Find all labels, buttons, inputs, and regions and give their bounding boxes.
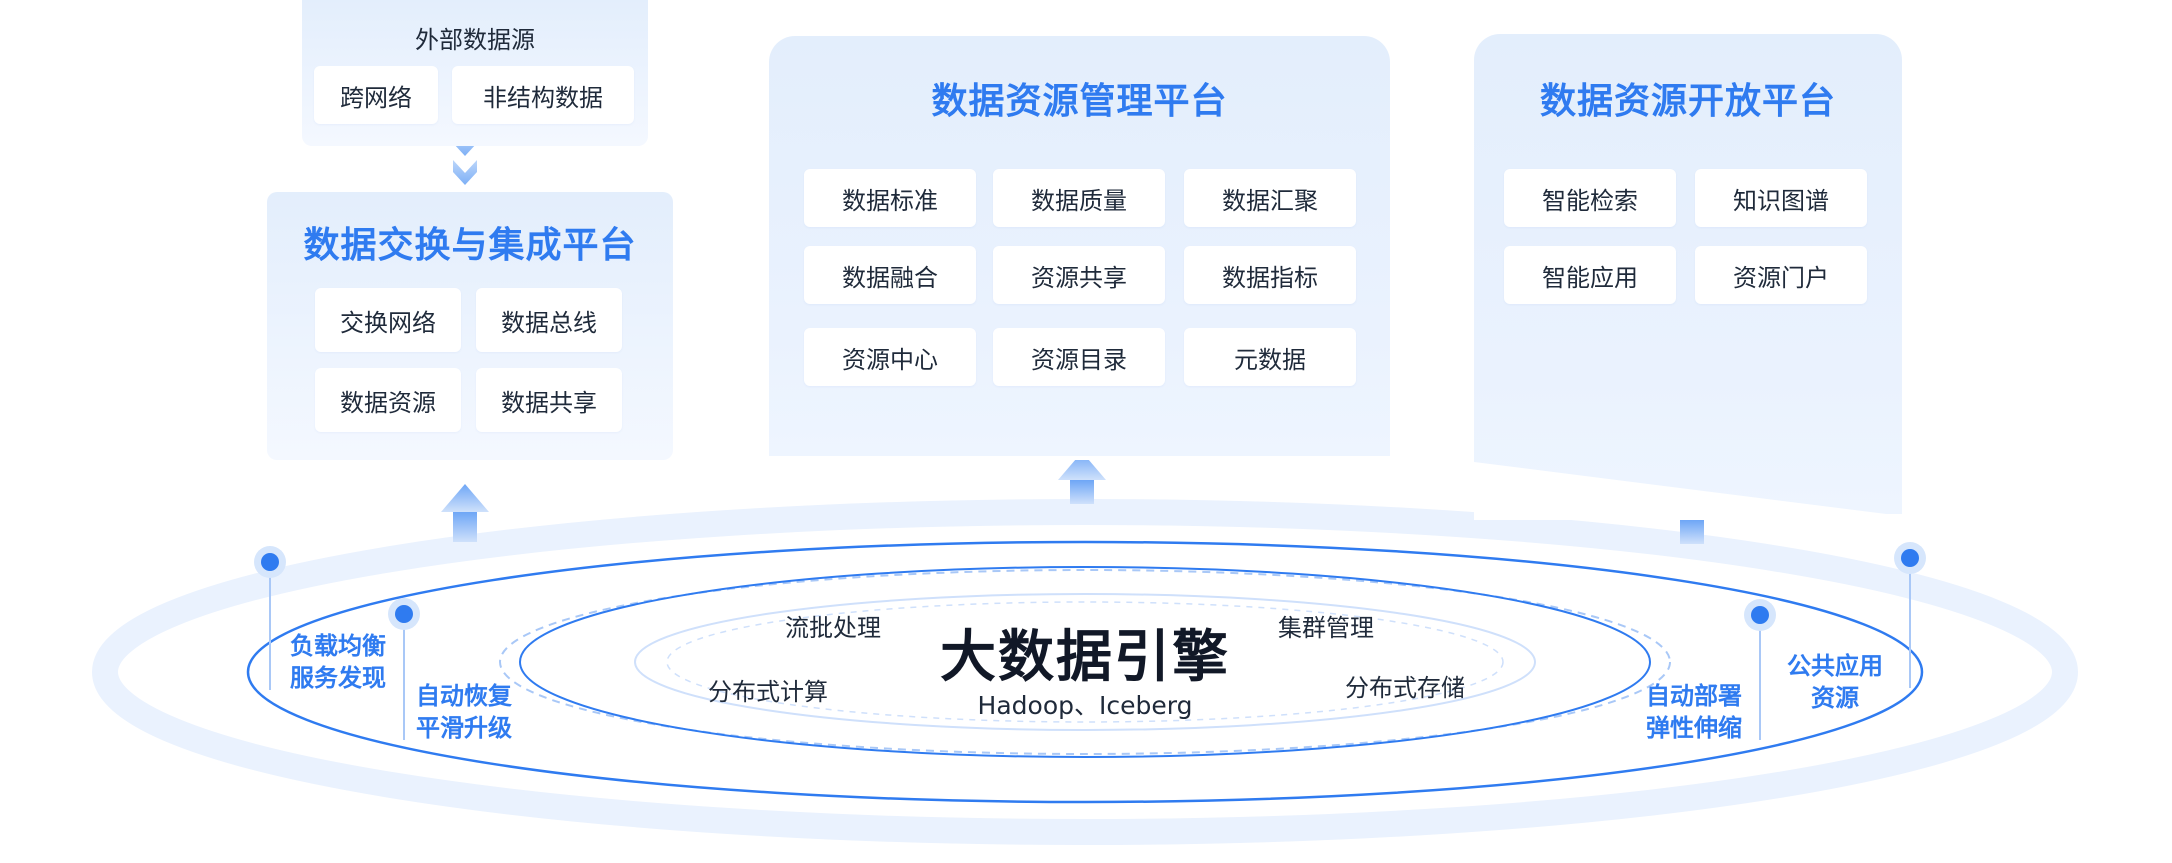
inner-soft-ring <box>634 593 1536 731</box>
up-arrow-exchange <box>441 484 489 542</box>
side-label-service-discovery: 服务发现 <box>290 664 386 692</box>
exchange-platform-title: 数据交换与集成平台 <box>303 225 637 266</box>
mgmt-item-metadata: 元数据 <box>1184 328 1356 386</box>
open-item-search: 智能检索 <box>1504 169 1676 227</box>
engine-subtitle: Hadoop、Iceberg <box>977 691 1193 720</box>
inner-ring <box>519 566 1651 758</box>
side-label-right-inner: 自动部署 弹性伸缩 <box>1646 680 1742 744</box>
open-item-portal: 资源门户 <box>1695 246 1867 304</box>
mgmt-item-quality: 数据质量 <box>993 169 1165 227</box>
ring-label-cluster: 集群管理 <box>1278 614 1374 642</box>
main-ring <box>246 540 1924 804</box>
mgmt-item-indicator: 数据指标 <box>1184 246 1356 304</box>
exchange-item-resource: 数据资源 <box>315 368 461 432</box>
mgmt-item-resource-center: 资源中心 <box>804 328 976 386</box>
engine-title: 大数据引擎 <box>940 625 1230 690</box>
exchange-platform-panel: 数据交换与集成平台 交换网络 数据总线 数据资源 数据共享 <box>267 192 673 460</box>
side-label-load-balance: 负载均衡 <box>290 632 386 660</box>
dashed-ring-outer <box>499 569 1671 755</box>
open-platform-title: 数据资源开放平台 <box>1539 81 1836 122</box>
mgmt-item-resource-share: 资源共享 <box>993 246 1165 304</box>
management-platform-title: 数据资源管理平台 <box>931 81 1228 122</box>
up-arrow-management <box>1058 452 1106 504</box>
mgmt-item-catalog: 资源目录 <box>993 328 1165 386</box>
ring-label-distributed-compute: 分布式计算 <box>708 678 828 706</box>
mgmt-item-fusion: 数据融合 <box>804 246 976 304</box>
mgmt-item-aggregation: 数据汇聚 <box>1184 169 1356 227</box>
side-label-smooth-upgrade: 平滑升级 <box>416 714 512 742</box>
side-label-resource: 资源 <box>1811 684 1859 712</box>
side-label-elastic-scale: 弹性伸缩 <box>1646 714 1742 742</box>
external-item-cross-network: 跨网络 <box>314 66 438 124</box>
side-label-auto-deploy: 自动部署 <box>1646 682 1742 710</box>
side-label-left-outer: 负载均衡 服务发现 <box>290 630 386 694</box>
side-label-public-app: 公共应用 <box>1787 652 1883 680</box>
open-platform-panel: 数据资源开放平台 智能检索 知识图谱 智能应用 资源门户 <box>1474 34 1902 514</box>
exchange-item-network: 交换网络 <box>315 288 461 352</box>
outer-halo-ring <box>92 499 2078 845</box>
open-item-knowledge-graph: 知识图谱 <box>1695 169 1867 227</box>
management-platform-panel: 数据资源管理平台 数据标准 数据质量 数据汇聚 数据融合 资源共享 数据指标 资… <box>769 36 1390 456</box>
side-label-left-inner: 自动恢复 平滑升级 <box>416 680 512 744</box>
side-label-right-outer: 公共应用 资源 <box>1780 650 1890 714</box>
side-label-auto-recover: 自动恢复 <box>416 682 512 710</box>
ring-label-stream-batch: 流批处理 <box>785 614 881 642</box>
ring-label-distributed-storage: 分布式存储 <box>1345 674 1465 702</box>
open-item-smart-app: 智能应用 <box>1504 246 1676 304</box>
exchange-item-share: 数据共享 <box>476 368 622 432</box>
inner-dashed-ring <box>666 601 1504 723</box>
external-source-title: 外部数据源 <box>415 26 535 54</box>
external-source-panel: 外部数据源 跨网络 非结构数据 <box>302 0 648 146</box>
external-item-unstructured: 非结构数据 <box>452 66 634 124</box>
mgmt-item-standard: 数据标准 <box>804 169 976 227</box>
exchange-item-bus: 数据总线 <box>476 288 622 352</box>
